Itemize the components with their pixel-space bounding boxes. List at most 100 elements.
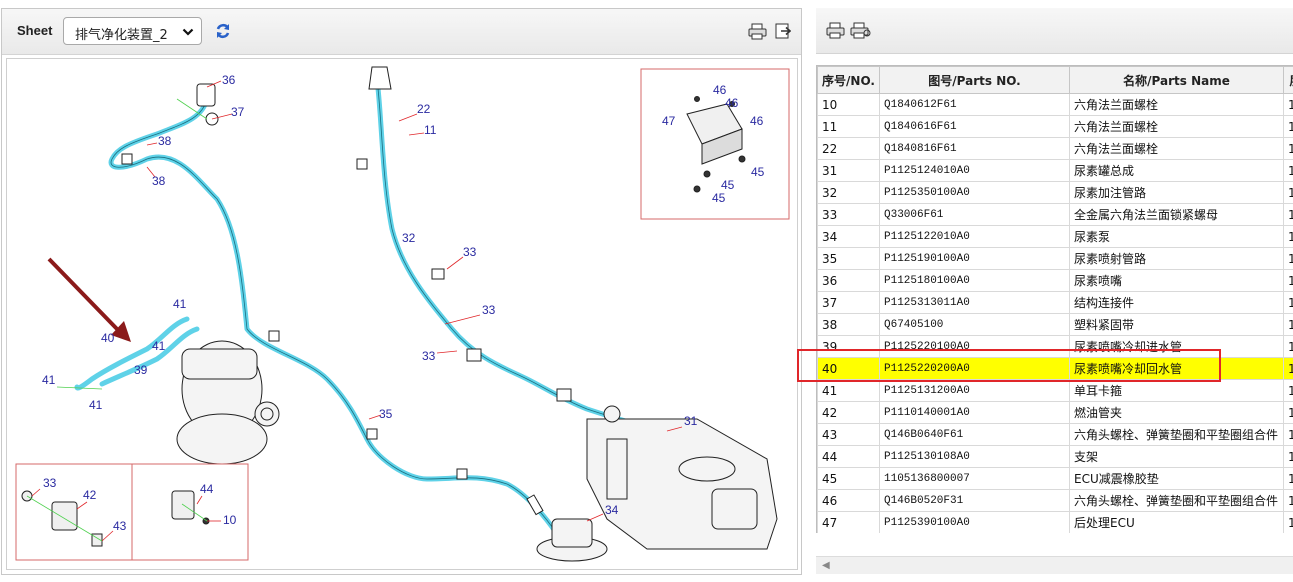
callout-22[interactable]: 22 — [417, 102, 431, 116]
callout-41b[interactable]: 41 — [152, 339, 166, 353]
callout-45b[interactable]: 45 — [721, 178, 735, 192]
callout-38b[interactable]: 38 — [152, 174, 166, 188]
table-row[interactable]: 35P1125190100A0尿素喷射管路1 — [817, 247, 1293, 270]
callout-10[interactable]: 10 — [223, 513, 237, 527]
table-row[interactable]: 451105136800007ECU减震橡胶垫1 — [817, 467, 1293, 490]
callout-33a[interactable]: 33 — [463, 245, 477, 259]
table-row[interactable]: 47P1125390100A0后处理ECU1 — [817, 511, 1293, 533]
callout-32[interactable]: 32 — [402, 231, 416, 245]
cell-quantity: 1 — [1283, 511, 1293, 533]
column-header-part-number[interactable]: 图号/Parts NO. — [879, 66, 1070, 94]
column-header-part-name[interactable]: 名称/Parts Name — [1069, 66, 1284, 94]
cell-quantity: 1 — [1283, 313, 1293, 336]
callout-44[interactable]: 44 — [200, 482, 214, 496]
sheet-select-value: 排气净化装置_2 — [75, 28, 168, 43]
cell-row-number: 46 — [817, 489, 880, 512]
callout-46c[interactable]: 46 — [750, 114, 764, 128]
cell-row-number: 32 — [817, 181, 880, 204]
callout-33b[interactable]: 33 — [482, 303, 496, 317]
callout-33c[interactable]: 33 — [422, 349, 436, 363]
scroll-left-icon[interactable]: ◀ — [822, 560, 830, 571]
table-row[interactable]: 44P1125130108A0支架1 — [817, 445, 1293, 468]
callout-37[interactable]: 37 — [231, 105, 245, 119]
cell-part-number: P1110140001A0 — [879, 401, 1070, 424]
print-icon[interactable] — [826, 22, 846, 39]
callout-41a[interactable]: 41 — [173, 297, 187, 311]
callout-38[interactable]: 38 — [158, 134, 172, 148]
cell-part-number: P1125220100A0 — [879, 335, 1070, 358]
callout-46a[interactable]: 46 — [713, 83, 727, 97]
table-row[interactable]: 36P1125180100A0尿素喷嘴1 — [817, 269, 1293, 292]
print-preview-icon[interactable] — [850, 22, 872, 39]
table-row[interactable]: 39P1125220100A0尿素喷嘴冷却进水管1 — [817, 335, 1293, 358]
cell-part-name: 尿素喷射管路 — [1069, 247, 1284, 270]
table-row[interactable]: 38Q67405100塑料紧固带1 — [817, 313, 1293, 336]
table-row[interactable]: 41P1125131200A0单耳卡箍1 — [817, 379, 1293, 402]
table-row[interactable]: 34P1125122010A0尿素泵1 — [817, 225, 1293, 248]
column-header-no[interactable]: 序号/NO. — [817, 66, 880, 94]
cell-quantity: 1 — [1283, 467, 1293, 490]
print-icon[interactable] — [748, 23, 768, 40]
diagram-panel: Sheet 排气净化装置_2 — [1, 8, 802, 575]
callout-35[interactable]: 35 — [379, 407, 393, 421]
sheet-label: Sheet — [17, 23, 53, 38]
callout-41d[interactable]: 41 — [89, 398, 103, 412]
cell-part-number: P1125350100A0 — [879, 181, 1070, 204]
callout-39[interactable]: 39 — [134, 363, 148, 377]
cell-part-name: 尿素喷嘴冷却回水管 — [1069, 357, 1284, 380]
cell-part-name: 尿素泵 — [1069, 225, 1284, 248]
callout-45c[interactable]: 45 — [712, 191, 726, 205]
table-row[interactable]: 42P1110140001A0燃油管夹1 — [817, 401, 1293, 424]
cell-part-number: 1105136800007 — [879, 467, 1070, 490]
table-header-row: 序号/NO. 图号/Parts NO. 名称/Parts Name 层 — [817, 66, 1293, 94]
cell-part-number: Q33006F61 — [879, 203, 1070, 226]
cell-row-number: 42 — [817, 401, 880, 424]
table-row[interactable]: 22Q1840816F61六角法兰面螺栓1 — [817, 137, 1293, 160]
cell-part-name: 六角法兰面螺栓 — [1069, 115, 1284, 138]
table-row[interactable]: 40P1125220200A0尿素喷嘴冷却回水管1 — [817, 357, 1293, 380]
refresh-icon[interactable] — [214, 22, 232, 40]
horizontal-scrollbar[interactable]: ◀ — [816, 556, 1293, 574]
chevron-down-icon — [182, 28, 194, 36]
table-row[interactable]: 31P1125124010A0尿素罐总成1 — [817, 159, 1293, 182]
cell-part-number: Q1840616F61 — [879, 115, 1070, 138]
cell-quantity: 1 — [1283, 137, 1293, 160]
diagram-toolbar: Sheet 排气净化装置_2 — [2, 9, 801, 55]
table-row[interactable]: 32P1125350100A0尿素加注管路1 — [817, 181, 1293, 204]
callout-31[interactable]: 31 — [684, 414, 698, 428]
table-row[interactable]: 33Q33006F61全金属六角法兰面锁紧螺母1 — [817, 203, 1293, 226]
callout-33d[interactable]: 33 — [43, 476, 57, 490]
cell-part-name: 尿素罐总成 — [1069, 159, 1284, 182]
table-row[interactable]: 37P1125313011A0结构连接件1 — [817, 291, 1293, 314]
parts-diagram[interactable]: 36 37 38 38 22 11 46 46 46 47 45 45 45 3… — [6, 58, 798, 570]
callout-43[interactable]: 43 — [113, 519, 127, 533]
callout-36[interactable]: 36 — [222, 73, 236, 87]
parts-toolbar — [816, 8, 1293, 54]
cell-part-name: 塑料紧固带 — [1069, 313, 1284, 336]
callout-11[interactable]: 11 — [424, 123, 437, 137]
cell-row-number: 38 — [817, 313, 880, 336]
callout-42[interactable]: 42 — [83, 488, 97, 502]
callout-45a[interactable]: 45 — [751, 165, 765, 179]
cell-row-number: 44 — [817, 445, 880, 468]
cell-part-name: ECU减震橡胶垫 — [1069, 467, 1284, 490]
table-row[interactable]: 11Q1840616F61六角法兰面螺栓1 — [817, 115, 1293, 138]
callout-41c[interactable]: 41 — [42, 373, 56, 387]
cell-part-number: Q146B0520F31 — [879, 489, 1070, 512]
cell-row-number: 43 — [817, 423, 880, 446]
column-header-qty[interactable]: 层 — [1283, 66, 1293, 94]
cell-quantity: 1 — [1283, 115, 1293, 138]
callout-47[interactable]: 47 — [662, 114, 676, 128]
callout-46b[interactable]: 46 — [725, 96, 739, 110]
cell-part-number: Q146B0640F61 — [879, 423, 1070, 446]
export-icon[interactable] — [775, 23, 791, 39]
cell-part-number: P1125190100A0 — [879, 247, 1070, 270]
sheet-select[interactable]: 排气净化装置_2 — [63, 17, 202, 45]
callout-34[interactable]: 34 — [605, 503, 619, 517]
callout-40[interactable]: 40 — [101, 331, 115, 345]
cell-part-name: 六角头螺栓、弹簧垫圈和平垫圈组合件 — [1069, 423, 1284, 446]
cell-part-number: P1125122010A0 — [879, 225, 1070, 248]
